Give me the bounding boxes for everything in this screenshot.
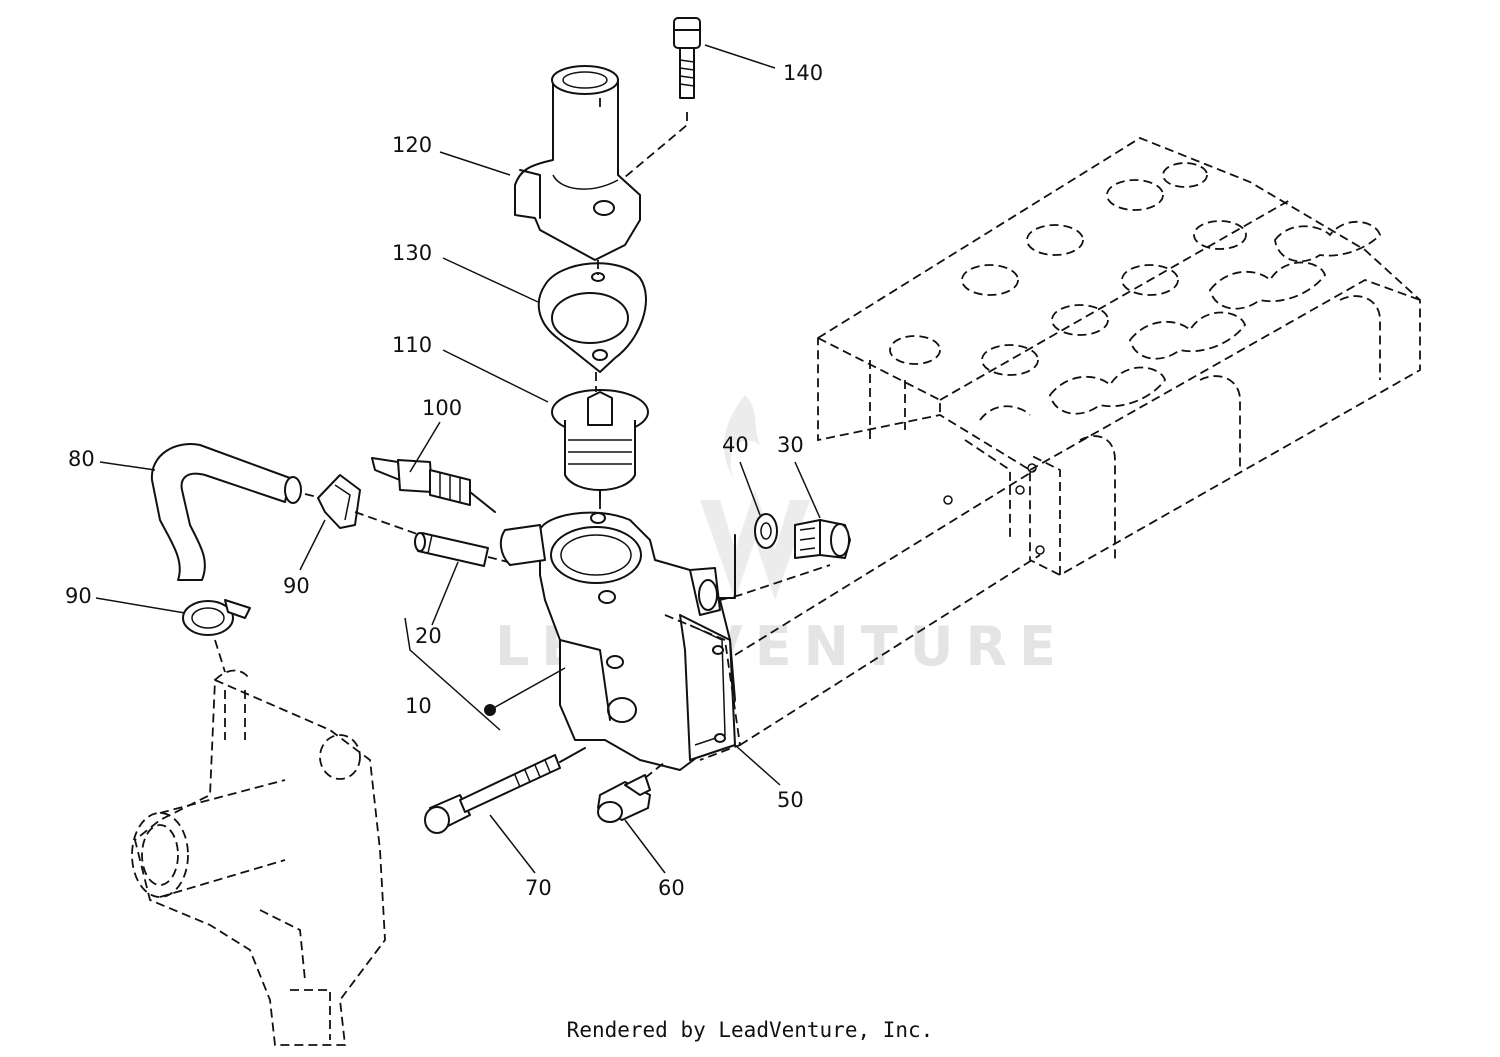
callout-120: 120 [392,133,432,157]
callout-70: 70 [525,876,552,900]
part-40-washer [717,513,778,599]
engine-block [817,136,1421,577]
callout-90-lower: 90 [65,584,92,608]
part-30-plug [794,519,851,559]
callout-40: 40 [722,433,749,457]
callout-50: 50 [777,788,804,812]
part-10-housing [499,511,736,771]
axis-line-center [595,98,601,570]
part-70-bolt [424,747,586,834]
callout-30: 30 [777,433,804,457]
part-120-outlet [514,65,641,261]
callout-10: 10 [405,694,432,718]
part-140-bolt [599,17,701,199]
part-80-hose [150,443,331,581]
callout-90-upper: 90 [283,574,310,598]
callout-110: 110 [392,333,432,357]
callout-100: 100 [422,396,462,420]
part-110-thermostat [551,389,649,501]
callout-labels: 140 120 130 110 100 80 90 90 40 30 20 10… [65,61,823,900]
leader-lines [95,44,821,874]
part-100-sensor [371,457,496,513]
part-50-gasket [664,614,741,761]
footer-credit: Rendered by LeadVenture, Inc. [566,1018,934,1042]
part-90-clamp-upper [317,474,421,536]
part-130-gasket [537,262,647,373]
part-60-bolt [597,761,666,823]
callout-60: 60 [658,876,685,900]
water-pump [131,669,386,1046]
reference-dot [484,704,496,716]
part-90-clamp-lower [182,599,251,673]
callout-130: 130 [392,241,432,265]
callout-140: 140 [783,61,823,85]
alignment-lines [719,469,1041,746]
part-20-pipe [414,532,509,567]
callout-20: 20 [415,624,442,648]
callout-80: 80 [68,447,95,471]
